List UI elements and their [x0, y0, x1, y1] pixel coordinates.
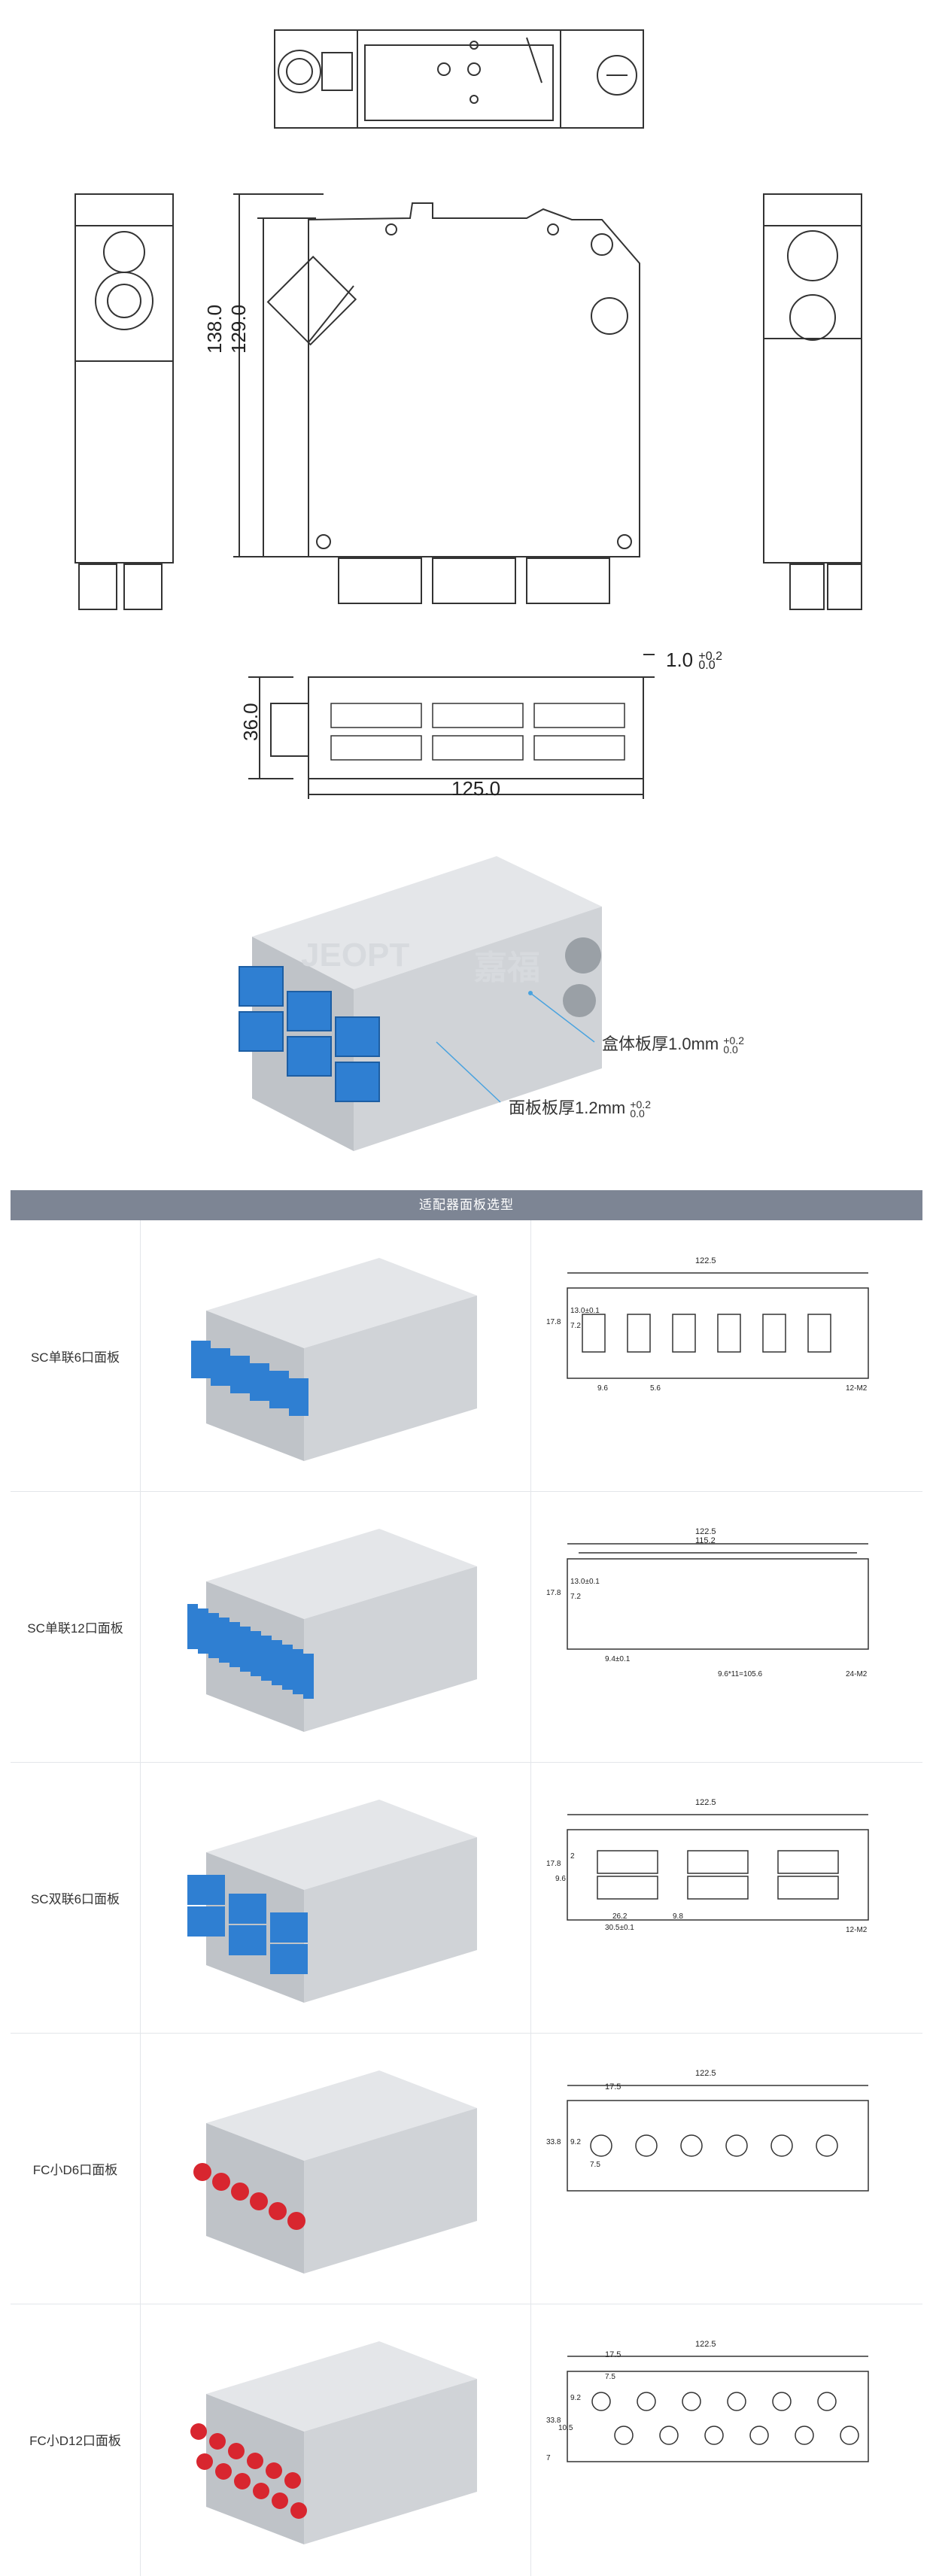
- panel-thickness-label: 面板板厚1.2mm: [509, 1098, 626, 1117]
- row-label: SC单联12口面板: [27, 1621, 123, 1636]
- box-thickness-callout: 盒体板厚1.0mm +0.2 0.0: [602, 1031, 744, 1055]
- dim-screws: 12-M2: [846, 1384, 868, 1393]
- table-col-divider-2: [530, 1220, 531, 2576]
- dim-small: 7.2: [570, 1593, 581, 1601]
- panel-drawing: [567, 1543, 869, 1650]
- table-header: 适配器面板选型: [11, 1190, 922, 1220]
- panel-drawing: [567, 1272, 869, 1379]
- table-row: SC单联6口面板 122.5 17.8 13.0±0.1 7.2 9.6 5.6…: [11, 1220, 922, 1491]
- panel-tol-plus: +0.2: [630, 1098, 652, 1111]
- table-row: SC双联6口面板 122.5 17.8 2 9.6 26.2 30.5±0.1 …: [11, 1762, 922, 2033]
- dim-pitch: 30.5±0.1: [605, 1924, 634, 1932]
- product-image: [187, 1800, 477, 2003]
- dim-width: 122.5: [695, 1527, 716, 1536]
- product-image: [187, 1529, 477, 1732]
- dim-gap: 5.6: [650, 1384, 661, 1393]
- dim-row-gap: 10.5: [558, 2424, 573, 2432]
- dim-height: 33.8: [546, 2138, 561, 2146]
- dim-width: 122.5: [695, 2340, 716, 2349]
- dim-36: 36.0: [239, 703, 262, 741]
- dim-thickness: 1.0 +0.2 0.0: [666, 649, 722, 672]
- panel-tol-zero: 0.0: [630, 1107, 645, 1120]
- panel-drawing: [567, 2356, 869, 2462]
- table-row: FC小D6口面板 122.5 17.5 33.8 9.2 7.5: [11, 2033, 922, 2304]
- panel-drawing: [567, 1814, 869, 1921]
- box-thickness-label: 盒体板厚1.0mm: [602, 1034, 719, 1053]
- panel-drawing: [567, 2085, 869, 2192]
- dim-height: 17.8: [546, 1860, 561, 1868]
- table-row: FC小D12口面板 122.5 17.5 7.5 9.2 33.8 10.5 7: [11, 2304, 922, 2574]
- box-tol-zero: 0.0: [723, 1043, 738, 1056]
- dim-spacing: 9.8: [673, 1912, 683, 1921]
- right-view: [763, 193, 862, 610]
- dim-tol: 13.0±0.1: [570, 1578, 600, 1586]
- dim-pitch-total: 9.6*11=105.6: [718, 1670, 763, 1678]
- table-row-divider-2: [11, 1762, 922, 1763]
- dim-small: 7.2: [570, 1322, 581, 1330]
- dim-height: 17.8: [546, 1318, 561, 1326]
- table-row-divider-3: [11, 2033, 922, 2034]
- dim-window: 26.2: [612, 1912, 628, 1921]
- dim-tol-zero: 0.0: [698, 659, 716, 673]
- dim-height: 17.8: [546, 1589, 561, 1597]
- dim-width: 122.5: [695, 1798, 716, 1807]
- product-render: JEOPT 嘉福 盒体板厚1.0mm +0.2 0.0 面板板厚1.2mm +0…: [0, 843, 933, 1189]
- dim-129: 129.0: [227, 304, 250, 354]
- watermark-brand: JEOPT: [301, 937, 410, 974]
- top-view: [274, 29, 644, 129]
- dim-height: 33.8: [546, 2417, 561, 2425]
- watermark-cn: 嘉福: [474, 949, 540, 986]
- row-label: FC小D6口面板: [32, 2162, 118, 2177]
- dim-hole: 9.2: [570, 2394, 581, 2402]
- left-view: [74, 193, 174, 610]
- dim-pitch: 17.5: [605, 2350, 621, 2359]
- dim-thickness-value: 1.0: [666, 649, 694, 671]
- dim-screws: 12-M2: [846, 1926, 868, 1934]
- dim-hole: 9.2: [570, 2138, 581, 2146]
- front-view: [233, 193, 640, 604]
- product-image: [193, 2070, 477, 2274]
- dim-pitch: 17.5: [605, 2082, 621, 2091]
- panel-thickness-callout: 面板板厚1.2mm +0.2 0.0: [509, 1095, 651, 1119]
- box-tol-plus: +0.2: [723, 1034, 745, 1047]
- dim-bottom: 7: [546, 2454, 551, 2462]
- dim-width: 122.5: [695, 2069, 716, 2078]
- row-label: SC双联6口面板: [30, 1891, 120, 1906]
- row-label: FC小D12口面板: [29, 2433, 121, 2448]
- dim-side: 9.6: [555, 1875, 566, 1883]
- dim-pitch: 9.6: [597, 1384, 608, 1393]
- dim-screws: 24-M2: [846, 1670, 868, 1678]
- dim-tol: 13.0±0.1: [570, 1307, 600, 1315]
- product-image: [190, 2341, 477, 2544]
- dim-offset: 7.5: [590, 2161, 600, 2169]
- table-row-divider-1: [11, 1491, 922, 1492]
- dim-width: 122.5: [695, 1256, 716, 1265]
- dim-inner-width: 115.2: [695, 1536, 716, 1545]
- row-label: SC单联6口面板: [30, 1350, 120, 1365]
- dim-gap: 2: [570, 1852, 575, 1861]
- dim-offset: 7.5: [605, 2373, 615, 2381]
- dim-138: 138.0: [203, 304, 226, 354]
- dim-offset: 9.4±0.1: [605, 1655, 631, 1663]
- dim-125: 125.0: [451, 777, 501, 800]
- product-image: [191, 1258, 477, 1461]
- table-col-divider-1: [140, 1220, 141, 2576]
- dim-tol-plus: +0.2: [698, 650, 722, 664]
- table-row: SC单联12口面板 122.5 115.2 17.8 13.0±0.1 7.2 …: [11, 1491, 922, 1762]
- technical-drawing: 138.0 129.0 36.0 125.0 1.0 +0.2 0.0: [0, 0, 933, 813]
